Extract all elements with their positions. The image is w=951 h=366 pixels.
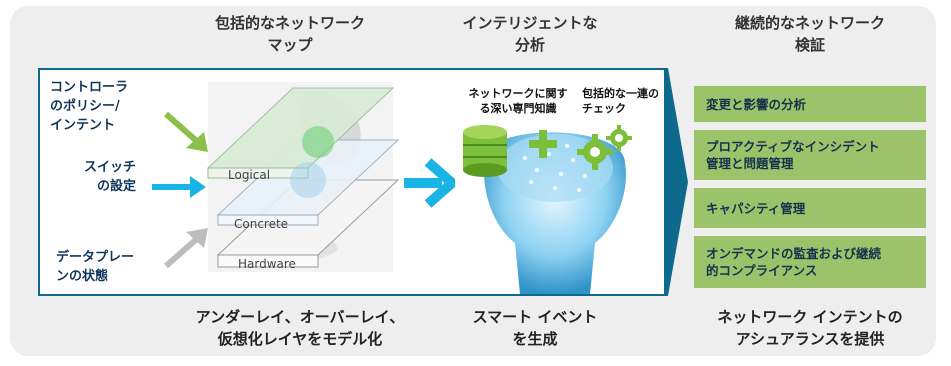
checks-line2: チェック — [582, 102, 626, 115]
chevron-arrow-icon — [664, 68, 688, 296]
outcome-audit-compliance: オンデマンドの監査および継続 的コンプライアンス — [694, 236, 926, 288]
controller-line1: コントローラ — [50, 80, 129, 95]
hardware-layer-edge — [217, 254, 319, 268]
footer-1-line2: 仮想化レイヤをモデル化 — [217, 330, 383, 348]
blue-arrow-icon — [152, 176, 206, 198]
network-layers-diagram: Logical Concrete Hardware — [206, 82, 400, 272]
expertise-label: ネットワークに関す る深い専門知識 — [462, 86, 574, 116]
header-network-map-line2: マップ — [267, 36, 313, 54]
logical-node-icon — [302, 126, 334, 158]
switch-line2: の設定 — [97, 179, 137, 194]
outcome-3-line1: キャパシティ管理 — [706, 200, 806, 216]
layer-label-concrete: Concrete — [234, 217, 288, 231]
concrete-node-icon — [290, 162, 326, 198]
outcome-capacity-management: キャパシティ管理 — [694, 188, 926, 228]
concrete-layer-edge — [217, 214, 319, 226]
footer-model-layers: アンダーレイ、オーバーレイ、 仮想化レイヤをモデル化 — [170, 306, 430, 350]
database-icon — [463, 125, 507, 177]
outcome-incident-management: プロアクティブなインシデント 管理と問題管理 — [694, 130, 926, 180]
dataplane-line1: データプレー — [56, 250, 135, 265]
checks-label: 包括的な一連の チェック — [582, 86, 674, 116]
footer-intent-assurance: ネットワーク インテントの アシュアランスを提供 — [700, 306, 920, 350]
header-continuous-verification: 継続的なネットワーク 検証 — [700, 12, 920, 56]
controller-line3: インテント — [50, 118, 116, 133]
footer-3-line2: アシュアランスを提供 — [735, 330, 885, 348]
header-intelligent-analysis: インテリジェントな 分析 — [440, 12, 620, 56]
outcome-2-line2: 管理と問題管理 — [706, 156, 794, 171]
outcome-4-line2: 的コンプライアンス — [706, 263, 818, 278]
header-verification-line1: 継続的なネットワーク — [734, 14, 885, 32]
green-arrow-icon — [164, 111, 208, 152]
plus-icon — [529, 130, 557, 158]
checks-line1: 包括的な一連の — [582, 87, 659, 100]
header-network-map: 包括的なネットワーク マップ — [180, 12, 400, 56]
outcome-4-line1: オンデマンドの監査および継続 — [706, 246, 882, 261]
footer-3-line1: ネットワーク インテントの — [717, 308, 903, 326]
footer-1-line1: アンダーレイ、オーバーレイ、 — [195, 308, 405, 326]
header-analysis-line1: インテリジェントな — [462, 14, 598, 32]
big-blue-arrow-icon — [404, 158, 460, 208]
expertise-line2: る深い専門知識 — [479, 102, 557, 115]
layer-label-hardware: Hardware — [238, 257, 296, 271]
outcome-1-line1: 変更と影響の分析 — [706, 96, 807, 112]
expertise-line1: ネットワークに関す — [468, 87, 568, 100]
layer-label-logical: Logical — [228, 168, 270, 182]
controller-line2: のポリシー/ — [50, 99, 120, 114]
header-analysis-line2: 分析 — [514, 36, 545, 54]
input-dataplane-state: データプレー ンの状態 — [56, 248, 134, 286]
input-switch-config: スイッチ の設定 — [84, 158, 136, 196]
outcome-2-line1: プロアクティブなインシデント — [706, 139, 880, 154]
switch-line1: スイッチ — [84, 160, 137, 175]
grey-arrow-icon — [164, 228, 208, 269]
analytics-head-illustration — [455, 118, 655, 294]
footer-2-line1: スマート イベント — [472, 308, 598, 326]
footer-smart-events: スマート イベント を生成 — [455, 306, 615, 350]
dataplane-line2: ンの状態 — [56, 269, 109, 284]
outcome-change-impact: 変更と影響の分析 — [694, 86, 926, 122]
header-verification-line2: 検証 — [794, 36, 825, 54]
input-controller-policy: コントローラ のポリシー/ インテント — [50, 78, 128, 135]
footer-2-line2: を生成 — [512, 330, 558, 348]
header-network-map-line1: 包括的なネットワーク — [214, 14, 365, 32]
gears-icon — [577, 125, 632, 170]
